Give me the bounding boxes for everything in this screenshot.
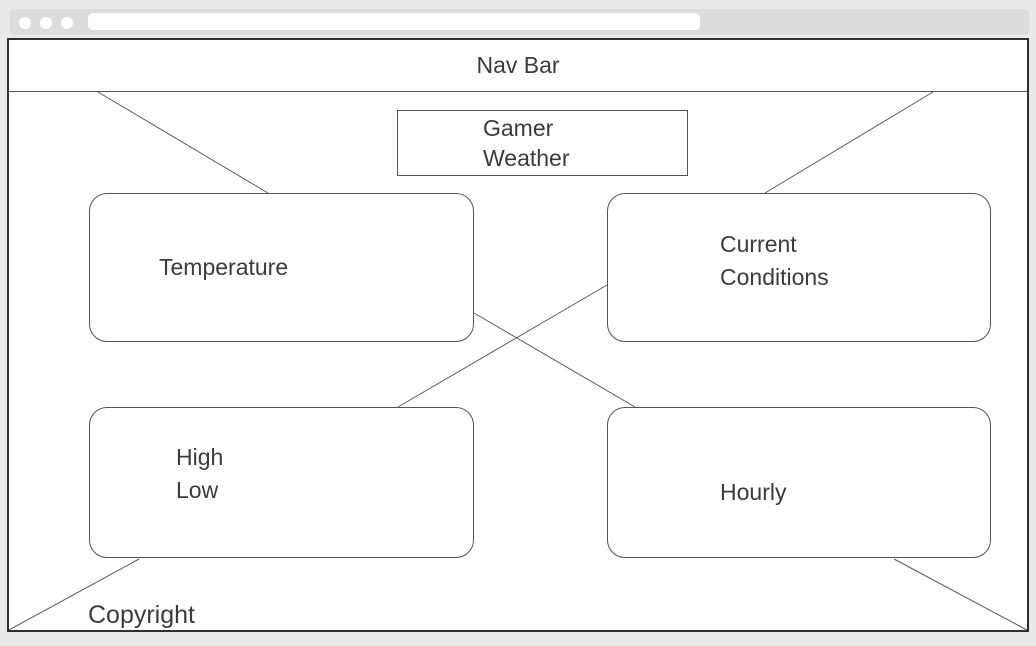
browser-chrome-bar (10, 9, 1029, 35)
copyright-text: Copyright (88, 601, 195, 629)
nav-bar-title: Nav Bar (476, 52, 560, 78)
app-window: Nav Bar Gamer Weather Temperature Curren… (7, 38, 1029, 632)
window-control-dot-icon[interactable] (61, 17, 73, 29)
connector-lines (9, 91, 1027, 630)
logo-box[interactable]: Gamer Weather (397, 110, 688, 176)
card-label-line: Current (720, 230, 797, 257)
window-control-dot-icon[interactable] (19, 17, 31, 29)
card-high-low[interactable]: High Low (89, 407, 474, 558)
card-temperature[interactable]: Temperature (89, 193, 474, 342)
nav-bar[interactable]: Nav Bar (9, 40, 1027, 92)
logo-line: Weather (483, 145, 570, 171)
card-label-line: Hourly (720, 479, 787, 505)
card-label-line: Temperature (159, 254, 289, 280)
card-current-conditions[interactable]: Current Conditions (607, 193, 991, 342)
card-label-line: Conditions (720, 263, 829, 290)
window-control-dot-icon[interactable] (40, 17, 52, 29)
card-label-line: Low (176, 476, 219, 503)
card-hourly[interactable]: Hourly (607, 407, 991, 558)
card-label-line: High (176, 443, 224, 470)
logo-line: Gamer (483, 115, 554, 141)
address-bar-input[interactable] (88, 13, 700, 30)
